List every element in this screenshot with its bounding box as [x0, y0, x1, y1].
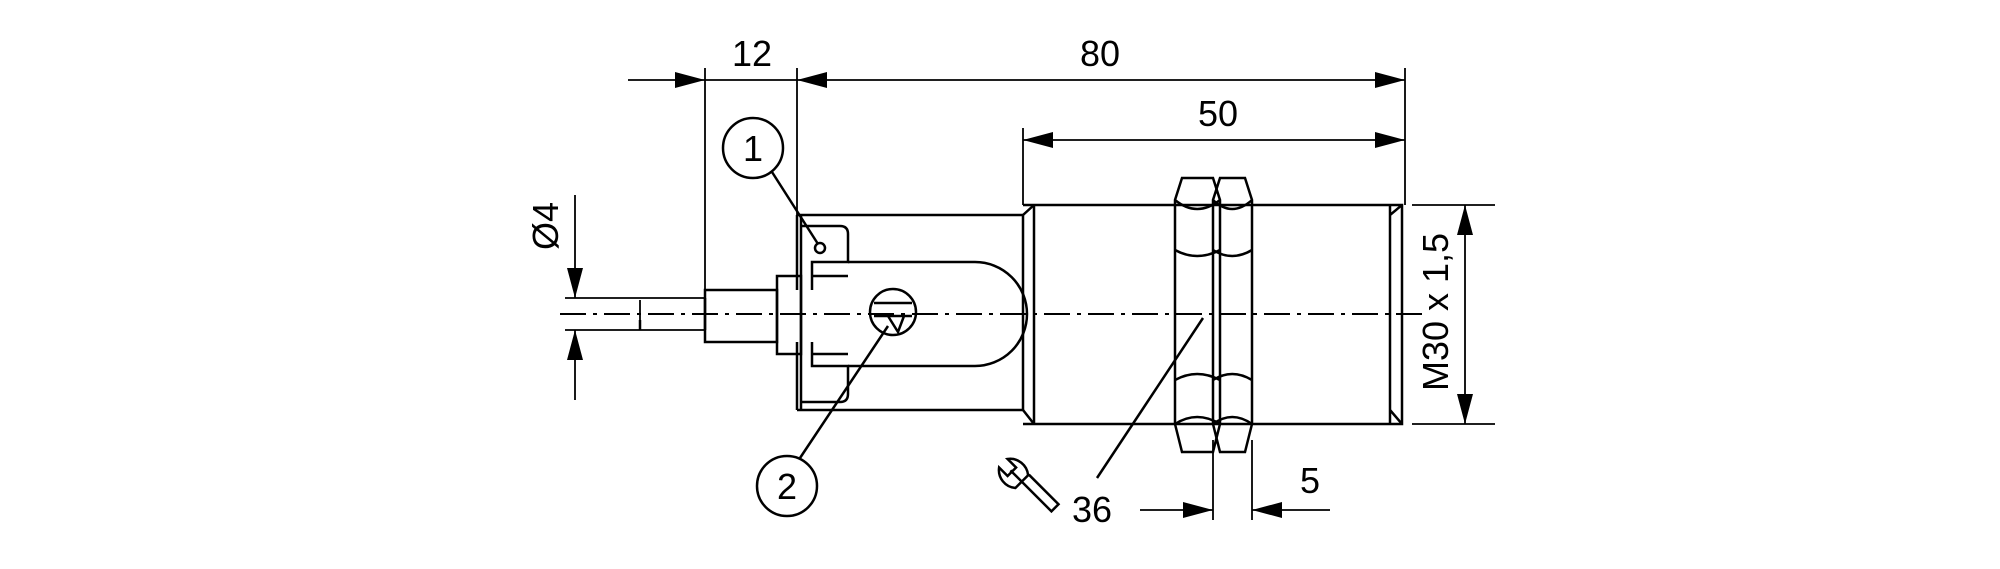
- dimension-thread-length: 50: [1023, 93, 1405, 148]
- dimension-label-thread-size: M30 x 1,5: [1415, 233, 1456, 391]
- dimension-label-cable-diameter: Ø4: [525, 202, 566, 250]
- callout-2: 2: [755, 325, 890, 518]
- dimension-cable-diameter: Ø4: [525, 195, 583, 400]
- lock-nut-right: [1211, 176, 1254, 454]
- wrench-size-callout: 36: [997, 317, 1205, 530]
- callout-2-label: 2: [777, 466, 797, 507]
- sensor-housing: [795, 213, 1029, 412]
- dimension-label-cable-length: 12: [732, 33, 772, 74]
- dimension-overall-length: 80: [797, 33, 1405, 88]
- dimension-nut-thickness: 5: [1140, 460, 1330, 518]
- dimension-label-overall-length: 80: [1080, 33, 1120, 74]
- screw-icon: [868, 287, 918, 337]
- dimension-thread-size: M30 x 1,5: [1415, 205, 1473, 424]
- callout-1: 1: [721, 116, 820, 245]
- wrench-size-label: 36: [1072, 489, 1112, 530]
- lock-nut-left: [1173, 176, 1222, 454]
- led-indicator-icon: [813, 241, 827, 255]
- callout-1-label: 1: [743, 128, 763, 169]
- dimension-label-thread-length: 50: [1198, 93, 1238, 134]
- dimension-label-nut-thickness: 5: [1300, 460, 1320, 501]
- wrench-icon: [997, 457, 1061, 514]
- dimension-cable-length: 12: [628, 33, 827, 88]
